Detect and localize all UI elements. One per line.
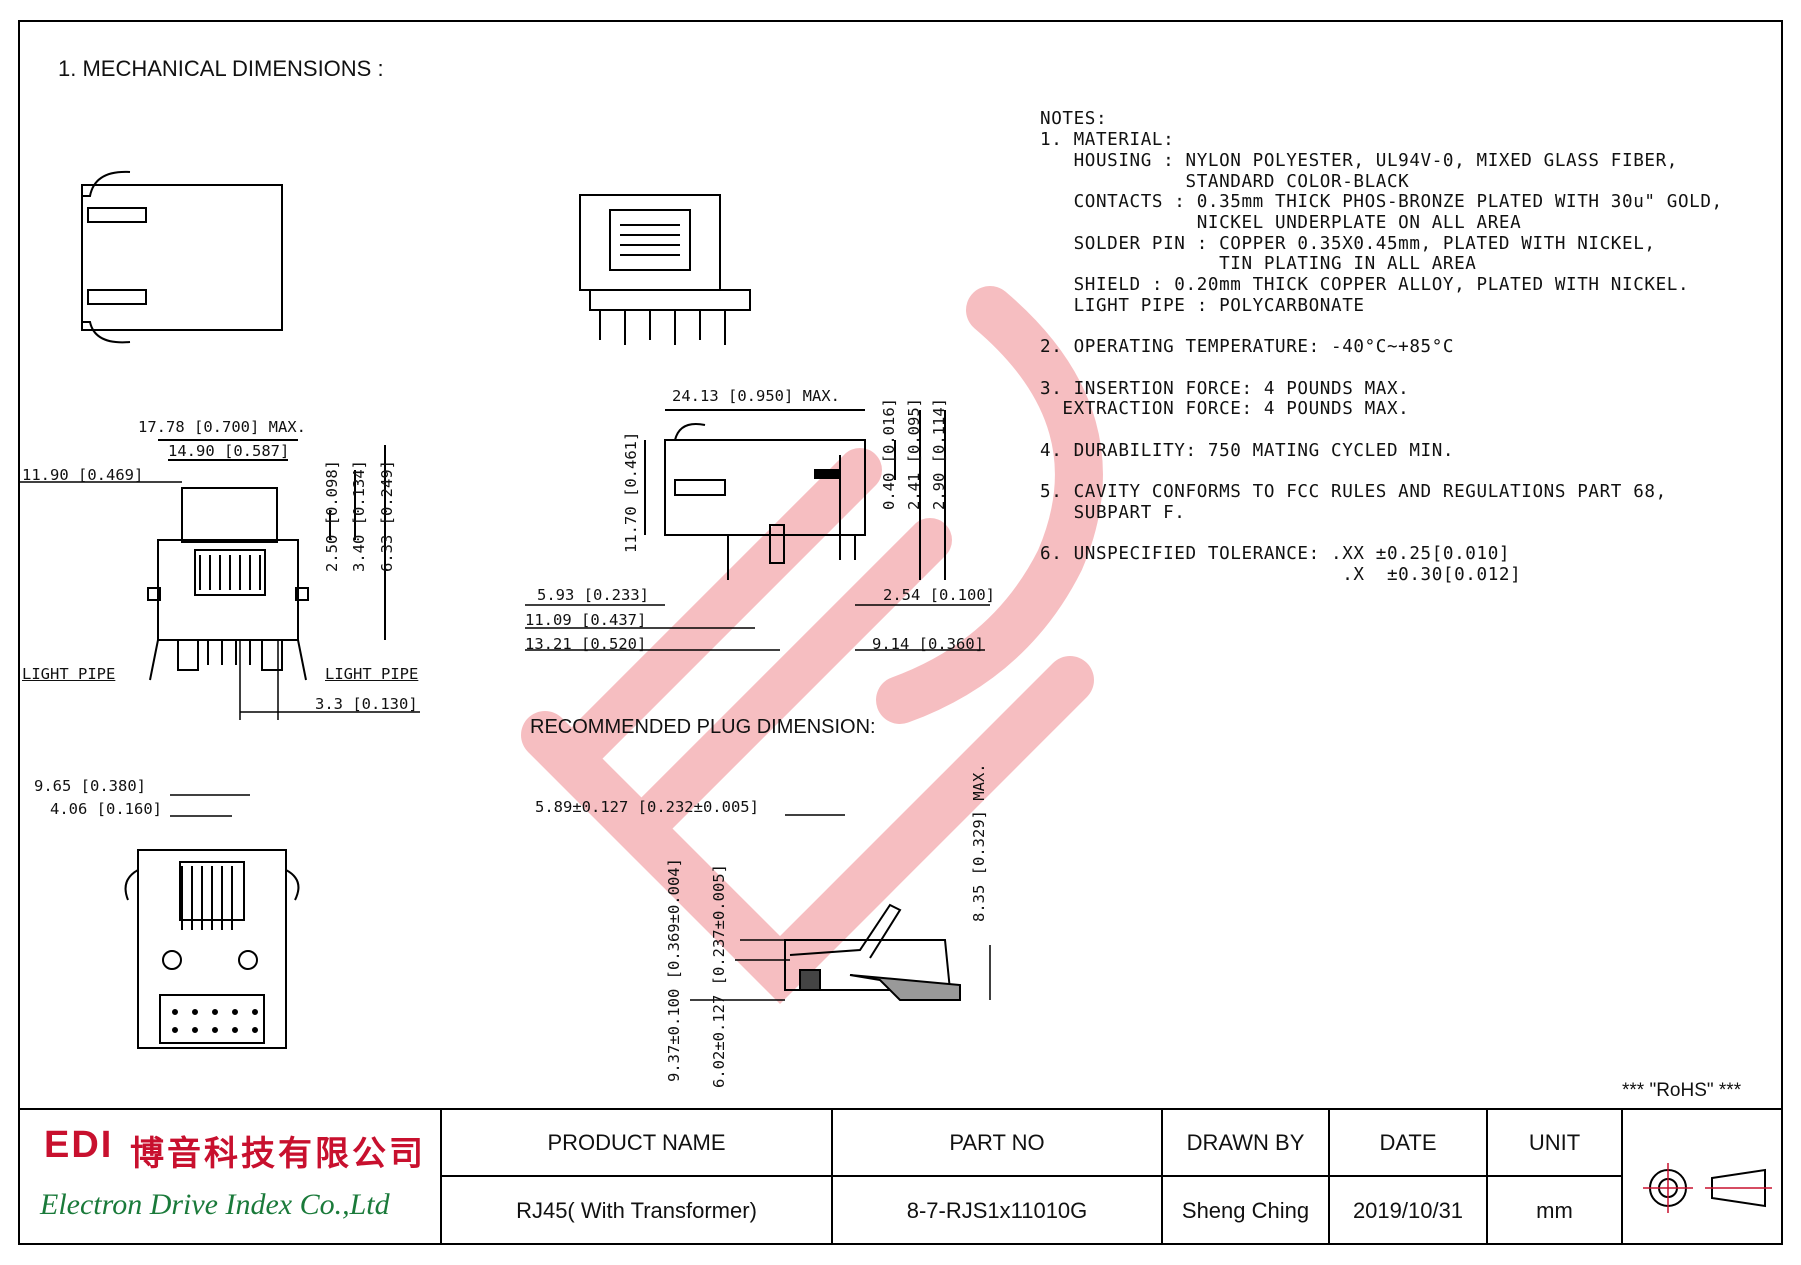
dim-front-width: 17.78 [0.700] MAX. bbox=[138, 418, 306, 436]
notes-line: LIGHT PIPE : POLYCARBONATE bbox=[1040, 295, 1365, 316]
notes-line: HOUSING : NYLON POLYESTER, UL94V-0, MIXE… bbox=[1040, 150, 1678, 171]
rohs-label: *** "RoHS" *** bbox=[1622, 1080, 1742, 1101]
dim-front-inner: 14.90 [0.587] bbox=[168, 442, 290, 460]
isometric-view bbox=[579, 194, 751, 345]
notes-line: SHIELD : 0.20mm THICK COPPER ALLOY, PLAT… bbox=[1040, 275, 1690, 296]
notes-line: TIN PLATING IN ALL AREA bbox=[1040, 254, 1477, 275]
notes-line: 5. CAVITY CONFORMS TO FCC RULES AND REGU… bbox=[1040, 482, 1667, 502]
title-block: EDI 博音科技有限公司 Electron Drive Index Co.,Lt… bbox=[18, 1108, 1783, 1247]
date-label: DATE bbox=[1379, 1129, 1437, 1155]
notes-line: STANDARD COLOR-BLACK bbox=[1040, 171, 1410, 192]
notes-line bbox=[1040, 523, 1723, 544]
dim-plug-602: 6.02±0.127 [0.237±0.005] bbox=[710, 864, 728, 1088]
light-pipe-right-label: LIGHT PIPE bbox=[325, 665, 419, 683]
unit-value: mm bbox=[1536, 1198, 1573, 1223]
notes-block: NOTES:1. MATERIAL: HOUSING : NYLON POLYE… bbox=[1040, 68, 1723, 606]
notes-line: 4. DURABILITY: 750 MATING CYCLED MIN. bbox=[1040, 440, 1455, 461]
dim-h-914: 9.14 [0.360] bbox=[872, 635, 984, 653]
dim-v-250: 2.50 [0.098] bbox=[323, 460, 341, 572]
notes-line bbox=[1040, 316, 1723, 337]
notes-line: 2. OPERATING TEMPERATURE: -40°C~+85°C bbox=[1040, 337, 1455, 358]
drawn-by-value: Sheng Ching bbox=[1181, 1198, 1310, 1223]
dim-v-633: 6.33 [0.249] bbox=[378, 460, 396, 572]
notes-line: NICKEL UNDERPLATE ON ALL AREA bbox=[1040, 212, 1522, 233]
side-view bbox=[525, 409, 990, 651]
dim-v-040: 0.40 [0.016] bbox=[880, 398, 898, 510]
dim-bottom-965: 9.65 [0.380] bbox=[34, 777, 146, 795]
plug-title: RECOMMENDED PLUG DIMENSION: bbox=[530, 716, 876, 738]
dim-plug-589: 5.89±0.127 [0.232±0.005] bbox=[535, 798, 759, 816]
notes-line: 6. UNSPECIFIED TOLERANCE: .XX ±0.25[0.01… bbox=[1040, 544, 1511, 565]
drawing-frame bbox=[18, 20, 1783, 1245]
dim-pin-33: 3.3 [0.130] bbox=[315, 695, 418, 713]
top-view bbox=[81, 170, 283, 344]
logo-edi: EDI bbox=[44, 1124, 114, 1166]
bottom-view bbox=[124, 794, 300, 1049]
notes-line: 3. INSERTION FORCE: 4 POUNDS MAX. bbox=[1040, 378, 1410, 399]
drawn-by-label: DRAWN BY bbox=[1186, 1129, 1305, 1155]
dim-h-254: 2.54 [0.100] bbox=[883, 586, 995, 604]
notes-line: SUBPART F. bbox=[1040, 502, 1186, 523]
dim-v-340: 3.40 [0.134] bbox=[350, 460, 368, 572]
dim-side-height: 11.70 [0.461] bbox=[622, 431, 640, 553]
dim-v-241: 2.41 [0.095] bbox=[905, 398, 923, 510]
edi-watermark bbox=[521, 286, 1103, 1004]
dim-h-1321: 13.21 [0.520] bbox=[525, 635, 647, 653]
part-no-label: PART NO bbox=[949, 1129, 1045, 1155]
notes-line bbox=[1040, 420, 1723, 441]
part-no-value: 8-7-RJS1x11010G bbox=[906, 1198, 1088, 1223]
logo-en: Electron Drive Index Co.,Ltd bbox=[40, 1188, 390, 1221]
dim-plug-835: 8.35 [0.329] MAX. bbox=[970, 763, 988, 922]
product-name-value: RJ45( With Transformer) bbox=[516, 1198, 757, 1223]
product-name-label: PRODUCT NAME bbox=[547, 1129, 726, 1155]
dim-side-length: 24.13 [0.950] MAX. bbox=[672, 387, 840, 405]
plug-drawing bbox=[690, 814, 991, 1001]
notes-line bbox=[1040, 358, 1723, 379]
dim-v-290: 2.90 [0.114] bbox=[930, 398, 948, 510]
dim-front-left: 11.90 [0.469] bbox=[22, 466, 144, 484]
unit-label: UNIT bbox=[1528, 1129, 1581, 1155]
dim-h-1109: 11.09 [0.437] bbox=[525, 611, 647, 629]
dim-plug-369: 9.37±0.100 [0.369±0.004] bbox=[665, 858, 683, 1082]
dim-bottom-406: 4.06 [0.160] bbox=[50, 800, 162, 818]
notes-line: NOTES: bbox=[1040, 109, 1108, 130]
front-view bbox=[20, 439, 420, 720]
notes-line bbox=[1040, 461, 1723, 482]
company-logo: EDI 博音科技有限公司 Electron Drive Index Co.,Lt… bbox=[18, 1110, 440, 1245]
notes-line: EXTRACTION FORCE: 4 POUNDS MAX. bbox=[1040, 399, 1410, 420]
light-pipe-left-label: LIGHT PIPE bbox=[22, 665, 116, 683]
date-value: 2019/10/31 bbox=[1352, 1198, 1464, 1223]
projection-symbol-icon bbox=[1643, 1163, 1772, 1213]
notes-line: 1. MATERIAL: bbox=[1040, 130, 1175, 151]
notes-line: .X ±0.30[0.012] bbox=[1040, 564, 1522, 585]
section-title: 1. MECHANICAL DIMENSIONS : bbox=[58, 56, 384, 81]
notes-line: SOLDER PIN : COPPER 0.35X0.45mm, PLATED … bbox=[1040, 233, 1656, 254]
dim-h-593: 5.93 [0.233] bbox=[537, 586, 649, 604]
logo-cn: 博音科技有限公司 bbox=[130, 1134, 426, 1174]
notes-line: CONTACTS : 0.35mm THICK PHOS-BRONZE PLAT… bbox=[1040, 192, 1723, 213]
